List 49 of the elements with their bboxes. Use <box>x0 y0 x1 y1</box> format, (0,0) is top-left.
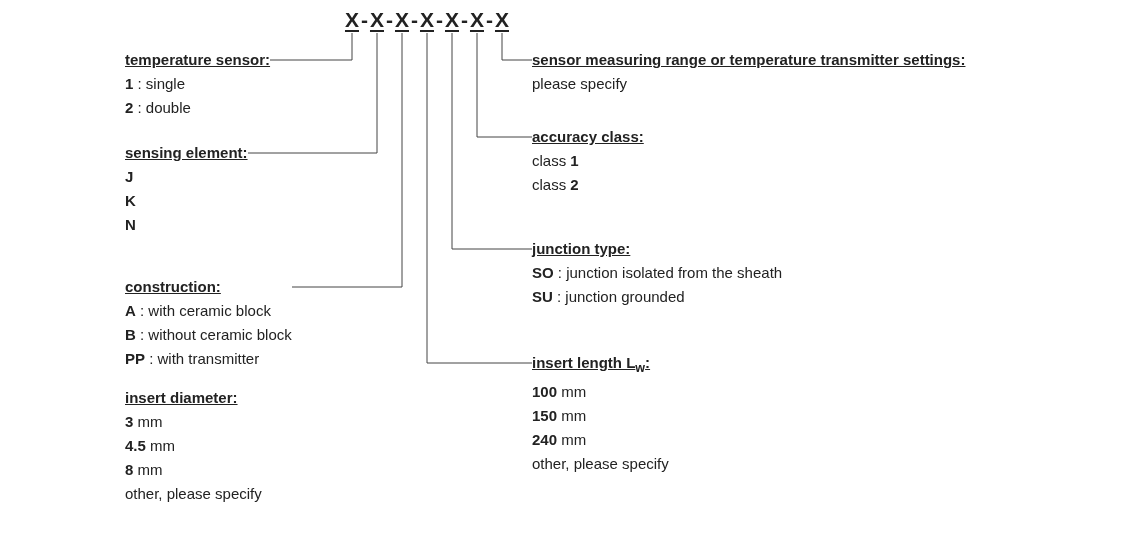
option-text: other, please specify <box>125 484 262 504</box>
leader-line <box>247 32 378 154</box>
code-letter: X <box>394 8 410 32</box>
leader-line <box>501 32 533 61</box>
option-text: please specify <box>532 74 629 94</box>
option-text: 100 mm <box>532 382 588 402</box>
option-heading: sensor measuring range or temperature transmitter settings: <box>532 50 966 70</box>
option-text: PP : with transmitter <box>125 349 261 369</box>
code-letter: X <box>444 8 460 32</box>
option-text: SO : junction isolated from the sheath <box>532 263 783 283</box>
code-letter: X <box>344 8 360 32</box>
separator-dash: - <box>460 8 469 32</box>
leader-line <box>426 32 533 364</box>
code-letter: X <box>369 8 385 32</box>
option-text: K <box>125 191 137 211</box>
separator-dash: - <box>435 8 444 32</box>
leader-line <box>451 32 533 250</box>
option-text: other, please specify <box>532 454 669 474</box>
option-text: 2 : double <box>125 98 192 118</box>
option-heading: construction: <box>125 277 222 297</box>
option-text: 8 mm <box>125 460 164 480</box>
option-heading: sensing element: <box>125 143 248 163</box>
option-heading: insert diameter: <box>125 388 239 408</box>
separator-dash: - <box>360 8 369 32</box>
option-text: class 2 <box>532 175 580 195</box>
option-text: 150 mm <box>532 406 588 426</box>
separator-dash: - <box>410 8 419 32</box>
option-text: B : without ceramic block <box>125 325 292 345</box>
option-text: SU : junction grounded <box>532 287 686 307</box>
separator-dash: - <box>485 8 494 32</box>
option-heading: junction type: <box>532 239 632 259</box>
leader-line <box>476 32 533 138</box>
leader-line <box>269 32 353 61</box>
leader-line <box>291 32 403 288</box>
option-heading: insert length L$_{w}$: <box>532 353 652 377</box>
option-text: 4.5 mm <box>125 436 177 456</box>
separator-dash: - <box>385 8 394 32</box>
option-text: 3 mm <box>125 412 164 432</box>
option-text: class 1 <box>532 151 580 171</box>
option-text: J <box>125 167 135 187</box>
code-letter: X <box>469 8 485 32</box>
option-text: 1 : single <box>125 74 187 94</box>
option-text: N <box>125 215 137 235</box>
option-heading: temperature sensor: <box>125 50 271 70</box>
code-letter: X <box>494 8 510 32</box>
option-text: 240 mm <box>532 430 588 450</box>
option-heading: accuracy class: <box>532 127 644 147</box>
code-letter: X <box>419 8 435 32</box>
option-text: A : with ceramic block <box>125 301 272 321</box>
